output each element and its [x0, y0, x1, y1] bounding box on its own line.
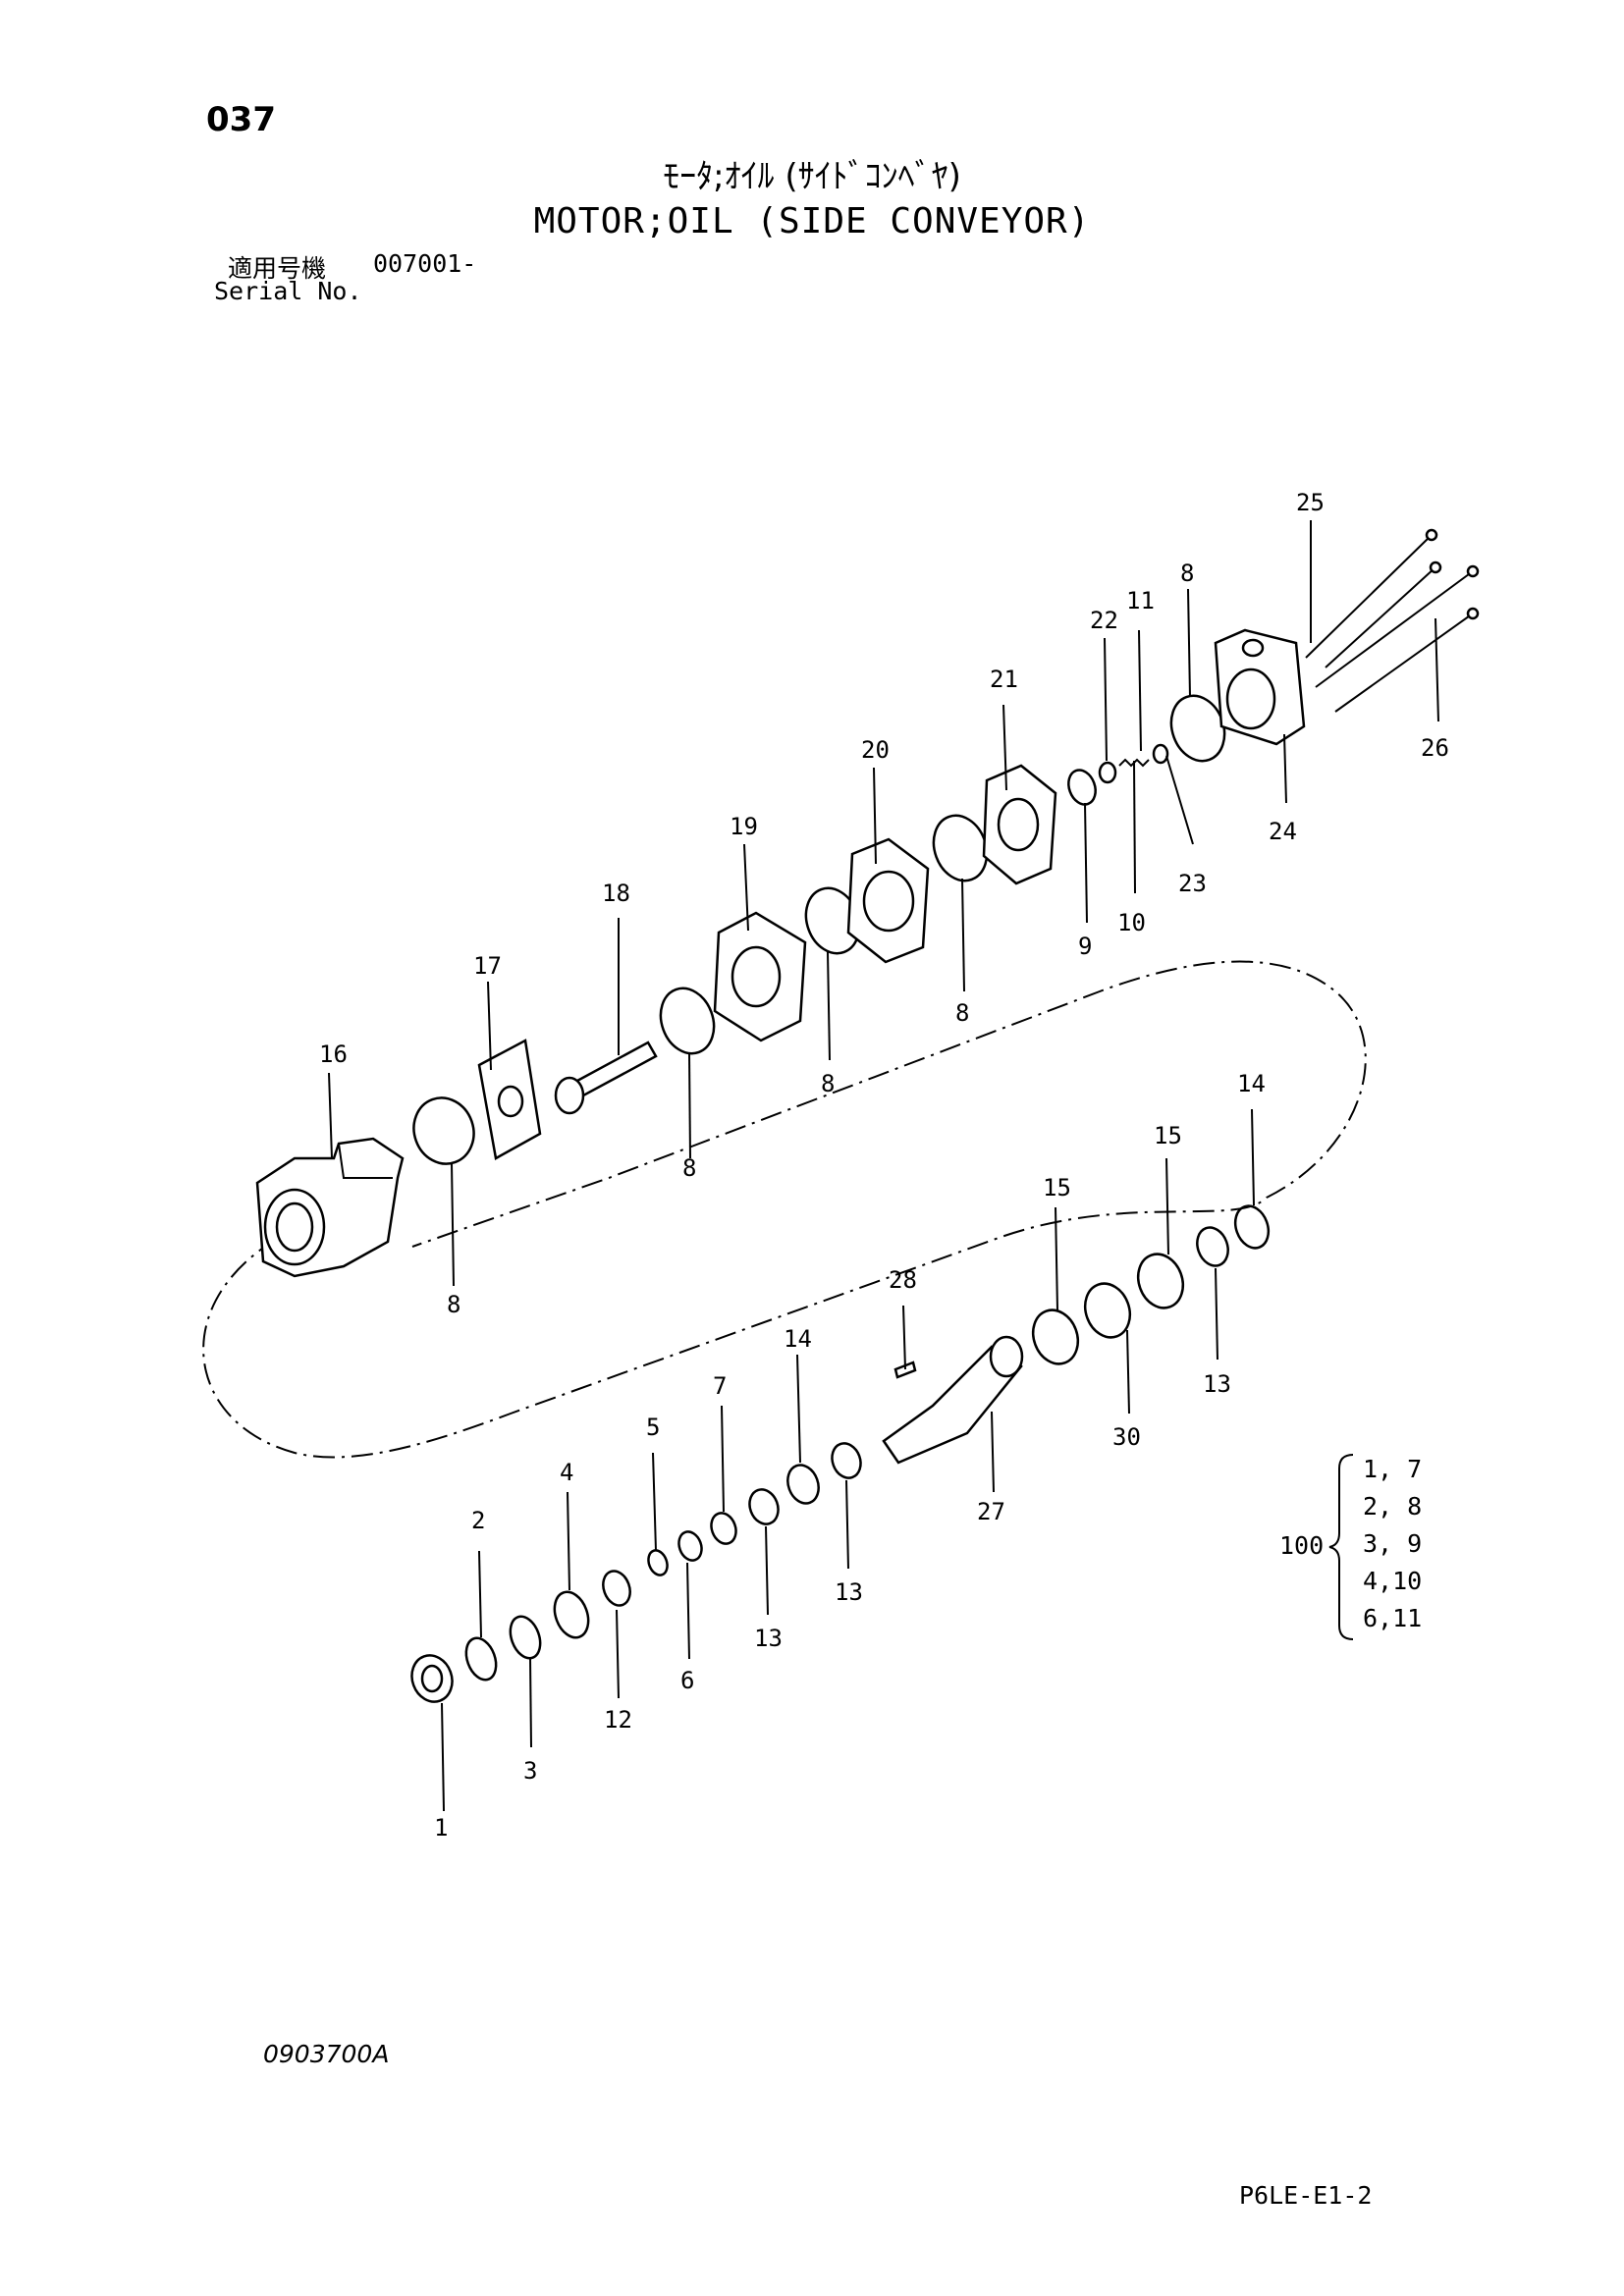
callout-9: 9 — [1078, 933, 1092, 960]
part-15-bearing-b — [1136, 1253, 1185, 1309]
assembly-path-line — [202, 960, 1367, 1459]
part-20-plate — [846, 837, 930, 964]
callout-6: 6 — [680, 1667, 694, 1694]
part-21-plate — [982, 764, 1057, 885]
callout-labels: 1 2 3 4 5 6 7 12 13 14 13 28 27 15 30 15… — [319, 489, 1449, 1842]
callout-20: 20 — [861, 736, 890, 764]
kit-item: 6,11 — [1363, 1604, 1423, 1632]
callout-1: 1 — [434, 1814, 448, 1842]
callout-11: 11 — [1126, 587, 1155, 614]
part-4-ring — [553, 1590, 590, 1639]
callout-26: 26 — [1421, 734, 1449, 762]
part-13-washer-a — [748, 1488, 780, 1525]
callout-8-a: 8 — [447, 1291, 460, 1318]
part-28-key — [893, 1361, 917, 1379]
part-16-housing — [255, 1137, 405, 1278]
part-18-shaft — [554, 1041, 658, 1115]
callout-15-a: 15 — [1043, 1174, 1071, 1201]
part-2-ring — [464, 1636, 498, 1682]
part-27-shaft — [882, 1335, 1024, 1465]
serial-label-japanese: 適用号機 — [228, 254, 327, 283]
part-26-bolts — [1305, 528, 1480, 713]
callout-28: 28 — [889, 1266, 917, 1294]
callout-8-d: 8 — [955, 999, 969, 1027]
callout-30: 30 — [1112, 1423, 1141, 1451]
kit-brace — [1328, 1454, 1354, 1640]
part-24-cover — [1214, 628, 1306, 746]
part-1-seal — [410, 1654, 454, 1703]
callout-8-b: 8 — [682, 1154, 696, 1182]
leader-lines — [328, 520, 1439, 1812]
part-17-plate — [477, 1039, 542, 1160]
callout-27: 27 — [977, 1498, 1005, 1525]
part-5-ring — [647, 1549, 669, 1576]
kit-label: 100 — [1279, 1531, 1325, 1560]
callout-16: 16 — [319, 1041, 348, 1068]
kit-item: 2, 8 — [1363, 1492, 1423, 1521]
drawing-code: 0903700A — [263, 2040, 390, 2068]
kit-item: 3, 9 — [1363, 1529, 1423, 1558]
callout-8-c: 8 — [821, 1070, 835, 1097]
callout-10: 10 — [1117, 909, 1146, 936]
callout-23: 23 — [1178, 870, 1207, 897]
callout-12: 12 — [604, 1706, 632, 1734]
part-14-bearing-a — [786, 1464, 820, 1505]
callout-13-b: 13 — [835, 1578, 863, 1606]
sheet-code: P6LE-E1-2 — [1239, 2181, 1373, 2210]
callout-25: 25 — [1296, 489, 1325, 516]
callout-19: 19 — [730, 813, 758, 840]
kit-item: 1, 7 — [1363, 1455, 1423, 1483]
callout-4: 4 — [560, 1459, 573, 1486]
part-19-gear-housing — [713, 911, 807, 1042]
callout-13-a: 13 — [754, 1625, 783, 1652]
part-3-ring — [509, 1615, 542, 1660]
part-23-plug — [1152, 743, 1169, 765]
callout-3: 3 — [523, 1757, 537, 1785]
callout-15-b: 15 — [1154, 1122, 1182, 1149]
callout-22: 22 — [1090, 607, 1118, 634]
kit-item: 4,10 — [1363, 1567, 1423, 1595]
page-number: 037 — [206, 100, 276, 139]
callout-18: 18 — [602, 880, 630, 907]
callout-13-c: 13 — [1203, 1370, 1231, 1398]
callout-21: 21 — [990, 666, 1018, 693]
part-14-bearing-b — [1233, 1204, 1271, 1250]
callout-2: 2 — [471, 1507, 485, 1534]
callout-5: 5 — [646, 1414, 660, 1441]
serial-label-english: Serial No. — [214, 277, 362, 305]
part-9-oring — [1067, 769, 1097, 806]
callout-7: 7 — [713, 1372, 727, 1400]
part-15-bearing-a — [1031, 1308, 1080, 1365]
title-english: MOTOR;OIL (SIDE CONVEYOR) — [533, 201, 1091, 241]
part-12-bearing — [602, 1570, 631, 1607]
part-22-check — [1098, 761, 1117, 784]
callout-17: 17 — [473, 952, 502, 980]
part-7-ring — [710, 1512, 737, 1545]
part-8-oring-a — [412, 1096, 475, 1165]
callout-8-e: 8 — [1180, 560, 1194, 587]
callout-24: 24 — [1269, 818, 1297, 845]
part-6-ring — [677, 1530, 703, 1562]
part-13-washer-b — [831, 1442, 862, 1479]
part-13-washer-c — [1196, 1226, 1229, 1267]
part-8-oring-b — [659, 987, 716, 1055]
callout-14-a: 14 — [784, 1325, 812, 1353]
serial-value: 007001- — [373, 249, 477, 278]
part-30-ring — [1083, 1282, 1132, 1339]
title-japanese: ﾓｰﾀ;ｵｲﾙ (ｻｲﾄﾞｺﾝﾍﾞﾔ) — [663, 157, 961, 196]
callout-14-b: 14 — [1237, 1070, 1266, 1097]
